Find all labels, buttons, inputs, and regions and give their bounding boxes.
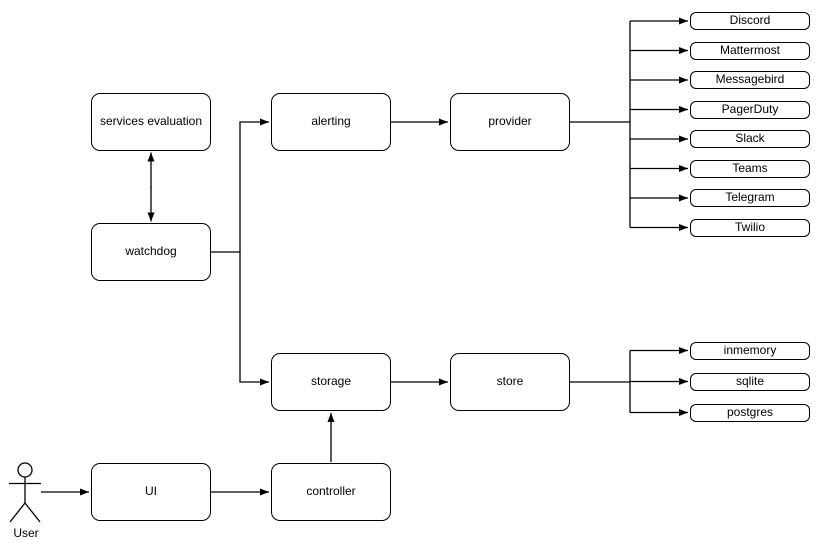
node-label: Teams (732, 160, 768, 175)
node-controller: controller (271, 463, 391, 521)
node-services-evaluation: services evaluation (91, 93, 211, 151)
node-label: services evaluation (99, 114, 203, 129)
node-label: Mattermost (719, 42, 780, 57)
node-mattermost: Mattermost (690, 41, 810, 60)
node-telegram: Telegram (690, 189, 810, 207)
node-label: inmemory (723, 342, 777, 357)
node-label: store (496, 374, 524, 389)
node-provider: provider (450, 93, 570, 151)
user-actor-label: User (13, 526, 39, 540)
node-label: Messagebird (715, 72, 785, 87)
node-label: Discord (729, 13, 771, 28)
node-alerting: alerting (271, 93, 391, 151)
node-sqlite: sqlite (690, 372, 810, 391)
node-label: storage (310, 374, 352, 389)
node-label: postgres (726, 404, 774, 419)
user-actor-icon (9, 462, 41, 523)
node-ui: UI (91, 463, 211, 521)
node-label: alerting (311, 114, 351, 129)
edge-watchdog-storage (239, 252, 269, 386)
node-store: store (450, 353, 570, 411)
node-label: Twilio (734, 219, 765, 234)
node-discord: Discord (690, 12, 810, 30)
node-postgres: postgres (690, 403, 810, 422)
node-label: provider (488, 114, 532, 129)
node-inmemory: inmemory (690, 341, 810, 360)
node-watchdog: watchdog (91, 223, 211, 281)
node-twilio: Twilio (690, 218, 810, 237)
node-messagebird: Messagebird (690, 71, 810, 89)
node-label: watchdog (125, 244, 177, 259)
node-label: sqlite (735, 373, 764, 388)
node-pagerduty: PagerDuty (690, 100, 810, 119)
edge-watchdog-alerting (211, 118, 269, 253)
node-label: controller (306, 484, 356, 499)
node-label: Telegram (725, 190, 775, 205)
node-label: UI (145, 484, 157, 499)
node-slack: Slack (690, 130, 810, 148)
node-label: Slack (735, 131, 765, 146)
node-storage: storage (271, 353, 391, 411)
node-teams: Teams (690, 159, 810, 178)
node-label: PagerDuty (721, 101, 779, 116)
